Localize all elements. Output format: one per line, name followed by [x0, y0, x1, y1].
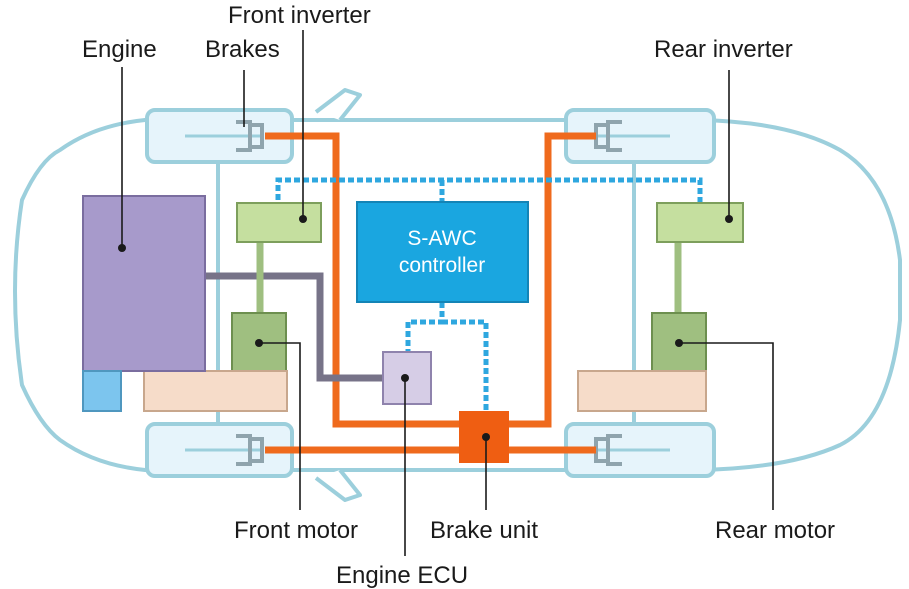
right-mirror: [314, 468, 362, 502]
controller-label-line2: controller: [399, 254, 485, 277]
brake-front-right: [185, 434, 264, 466]
callout-lines: [121, 30, 774, 556]
s-awc-controller-box: [356, 201, 529, 303]
engine-accessory-box: [82, 370, 122, 412]
controller-label-line1: S-AWC: [407, 227, 476, 250]
label-front-motor: Front motor: [234, 517, 358, 544]
label-rear-inverter: Rear inverter: [654, 36, 793, 63]
rear-drive-unit: [577, 370, 707, 412]
left-mirror: [314, 88, 362, 122]
engine-ecu-box: [382, 351, 432, 405]
brake-front-left: [185, 120, 264, 152]
engine-box: [82, 195, 206, 372]
callout-dots: [118, 215, 733, 441]
label-rear-motor: Rear motor: [715, 517, 835, 544]
label-front-inverter: Front inverter: [228, 2, 371, 29]
label-brakes: Brakes: [205, 36, 280, 63]
label-engine: Engine: [82, 36, 157, 63]
car-body-outline: [13, 118, 902, 472]
signal-lines: [275, 177, 703, 411]
label-engine-ecu: Engine ECU: [336, 562, 468, 589]
label-brake-unit: Brake unit: [430, 517, 538, 544]
brake-lines: [265, 132, 596, 454]
front-drive-unit: [143, 370, 288, 412]
front-inverter-box: [236, 202, 322, 243]
